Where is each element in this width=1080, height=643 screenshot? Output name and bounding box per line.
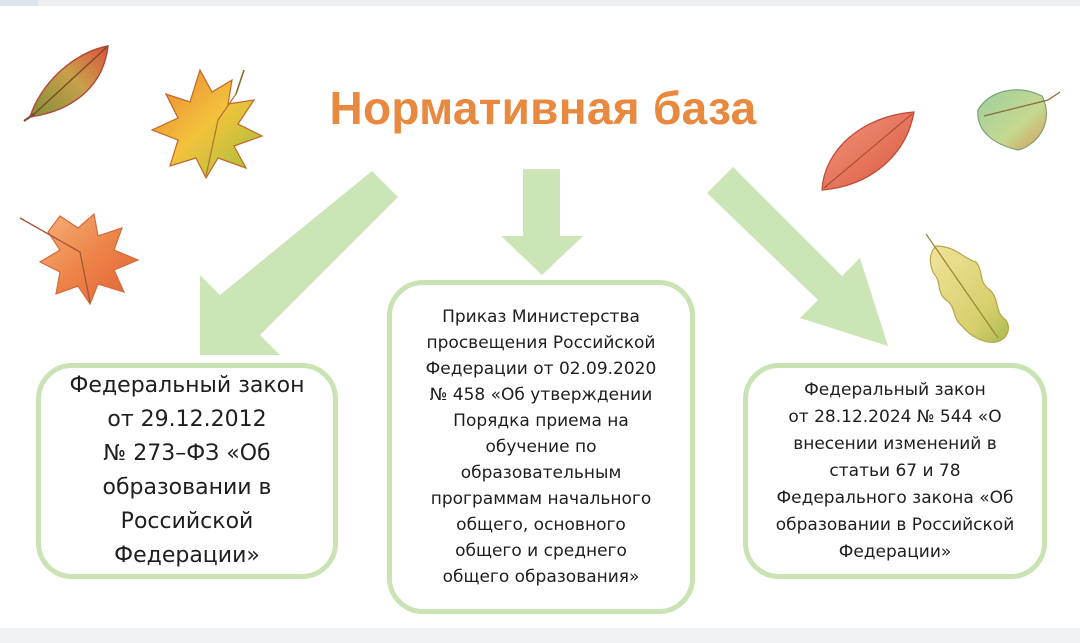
document-text: Федеральный закон от 28.12.2024 № 544 «О… xyxy=(775,379,1015,562)
document-box-federal-law-273: Федеральный закон от 29.12.2012 № 273–ФЗ… xyxy=(36,363,338,579)
document-text: Приказ Министерства просвещения Российск… xyxy=(425,307,657,587)
arrow-center xyxy=(501,169,583,275)
document-text: Федеральный закон от 29.12.2012 № 273–ФЗ… xyxy=(69,373,305,568)
top-strip xyxy=(0,0,1080,6)
autumn-leaf-icon xyxy=(23,45,109,122)
autumn-leaf-icon xyxy=(821,111,915,191)
document-box-federal-law-544: Федеральный закон от 28.12.2024 № 544 «О… xyxy=(743,363,1047,579)
arrow-left xyxy=(200,171,398,355)
top-strip-mark xyxy=(0,0,38,6)
arrow-right xyxy=(707,167,888,346)
autumn-leaf-icon xyxy=(977,89,1061,151)
document-box-order-458: Приказ Министерства просвещения Российск… xyxy=(387,280,695,614)
maple-leaf-icon xyxy=(19,212,140,306)
slide-title: Нормативная база xyxy=(329,82,757,134)
maple-leaf-icon xyxy=(150,68,264,180)
oak-leaf-icon xyxy=(925,233,1009,343)
